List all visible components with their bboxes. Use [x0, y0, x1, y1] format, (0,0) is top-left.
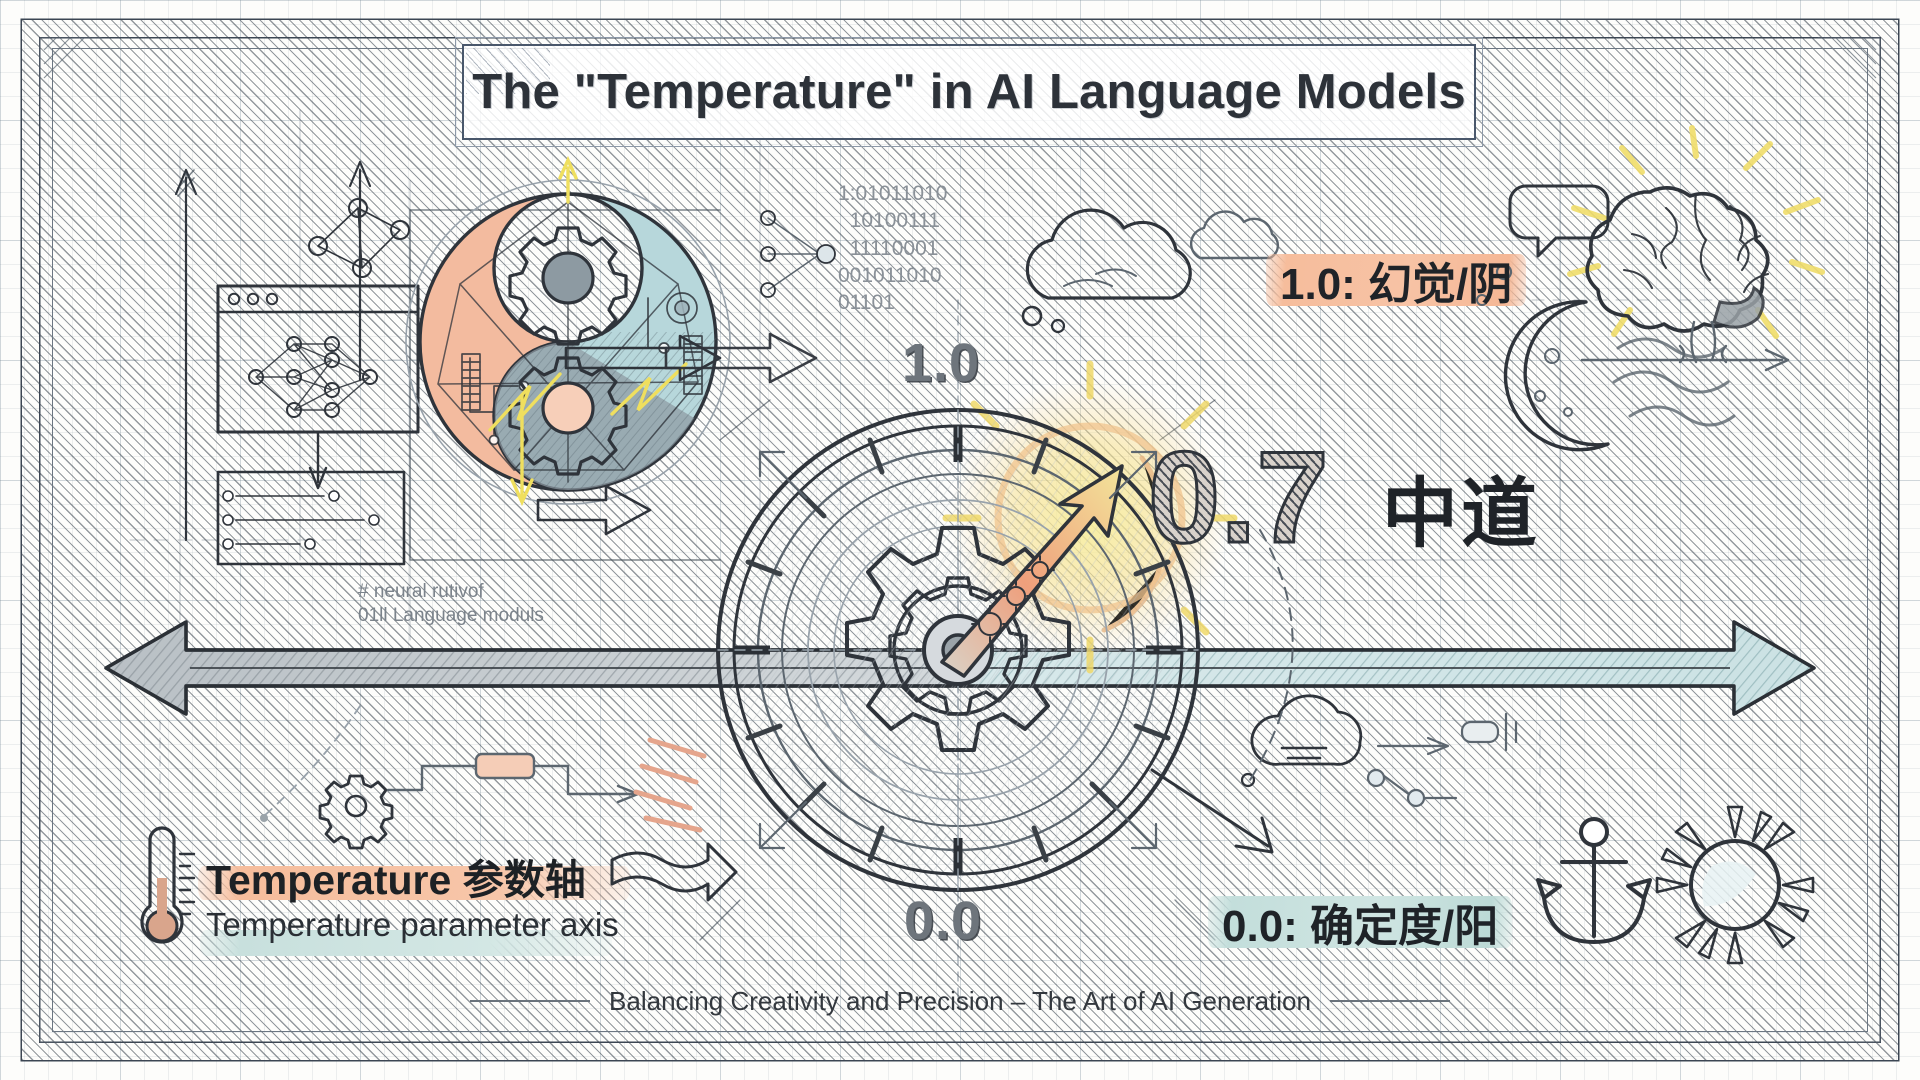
motion-dashes-icon — [633, 737, 707, 833]
gauge-max-label: 1.0 — [902, 333, 981, 393]
badge-high-temperature: 1.0: 幻觉/阴 — [1266, 248, 1527, 312]
badge-high-highlight — [1266, 254, 1527, 306]
anchor-icon — [1536, 817, 1652, 944]
yin-yang-gears-icon — [405, 155, 731, 505]
gauge-min-label: 0.0 — [904, 891, 983, 951]
legend-en-highlight — [200, 930, 612, 956]
binary-sketch-text: 1:01011010 10100111 11110001 001011010 0… — [838, 182, 948, 315]
legend-en-label: Temperature parameter axis — [206, 906, 619, 944]
caption-rule-left — [470, 1000, 590, 1002]
legend-en-text: Temperature parameter axis — [206, 906, 619, 943]
node-graph-icon — [760, 210, 836, 298]
cloud-icon — [1189, 210, 1280, 260]
badge-low-highlight — [1208, 896, 1513, 948]
sun-icon — [1655, 805, 1815, 965]
code-sketch-note: # neural rutivof 01ll Language moduls — [358, 581, 544, 627]
flow-arrows-group — [510, 332, 818, 536]
speech-bubble-icon — [1508, 184, 1610, 258]
badge-low-label: 0.0: 确定度/阳 — [1222, 902, 1499, 951]
legend-arrow-icon — [610, 842, 738, 902]
right-arrow-icon — [1580, 348, 1790, 372]
crescent-moon-icon — [1476, 263, 1736, 452]
badge-high-label: 1.0: 幻觉/阴 — [1280, 260, 1513, 309]
down-right-arrow-icon — [1150, 768, 1274, 854]
badge-low-temperature: 0.0: 确定度/阳 — [1208, 890, 1513, 954]
frame-corner-accents — [39, 37, 1881, 1043]
temperature-gauge — [716, 360, 1238, 892]
needle-arrow-icon — [940, 464, 1124, 678]
neural-network-window-icon — [216, 284, 420, 490]
connector-curve — [1249, 529, 1294, 781]
thought-bubble-icon — [1240, 694, 1518, 808]
chart-panel-icon — [216, 470, 406, 566]
page-title-box: The "Temperature" in AI Language Models — [455, 37, 1483, 147]
gauge-value-cn: 中道 — [1382, 472, 1540, 557]
gauge-value-big: 0.7 — [1147, 424, 1331, 570]
caption-rule-right — [1330, 1000, 1450, 1002]
node-graph-icon — [308, 198, 410, 278]
thermometer-icon — [140, 826, 196, 944]
legend-cn-label: Temperature 参数轴 — [206, 846, 586, 906]
legend-cn-text: Temperature 参数轴 — [206, 857, 586, 903]
legend-connector — [260, 705, 361, 822]
page-caption: Balancing Creativity and Precision – The… — [609, 986, 1311, 1016]
cloud-icon — [1021, 208, 1192, 334]
legend-cn-highlight — [198, 866, 630, 900]
